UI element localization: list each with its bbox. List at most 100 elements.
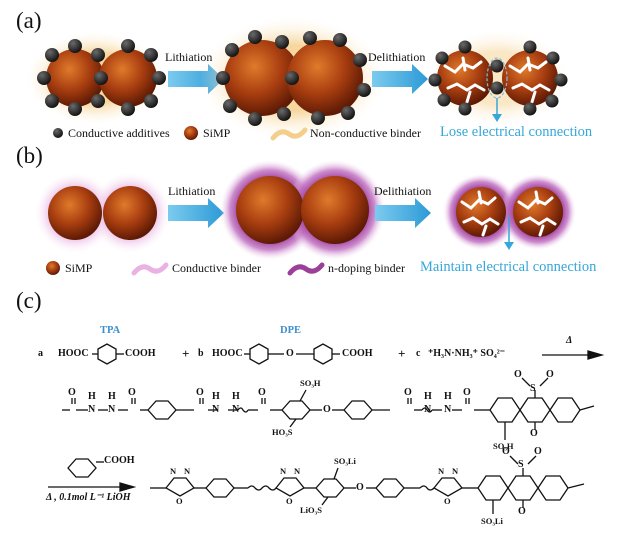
step-label-lithiation-b: Lithiation (168, 184, 216, 198)
step-label-lithiation-a: Lithiation (165, 50, 213, 64)
benzoic-acid-cooh: COOH (104, 455, 135, 466)
simp-particle (236, 176, 304, 244)
simp-particle (48, 186, 102, 240)
panel-b-lithiated-state (220, 160, 385, 260)
atom-n: N (424, 404, 432, 415)
arrow-delithiation-b (375, 198, 431, 228)
atom-o: O (176, 496, 183, 506)
simp-legend-icon (184, 126, 198, 140)
simp-particle (46, 49, 104, 107)
atom-o: O (534, 446, 542, 457)
panel-a-additives-lithiated (216, 30, 371, 126)
atom-o: O (323, 404, 331, 415)
atom-o: O (404, 387, 412, 398)
atom-o: O (356, 482, 364, 493)
lithium-sulfonate-group: LiO₃S (300, 505, 322, 515)
step-label-delithiation-b: Delithiation (374, 184, 432, 198)
atom-n: N (280, 466, 287, 476)
legend-a-icons (53, 126, 308, 141)
tpa-cooh: COOH (125, 348, 156, 359)
panel-a-delithiated-state (428, 30, 568, 126)
atom-h: H (212, 391, 220, 402)
panel-label-c: (c) (16, 288, 42, 313)
simp-particle (224, 40, 300, 116)
conductive-additive-legend-icon (53, 128, 63, 138)
atom-n: N (444, 404, 452, 415)
atom-n: N (294, 466, 301, 476)
simp-legend-icon (46, 261, 60, 275)
atom-n: N (452, 466, 459, 476)
tpa-hooc: HOOC (58, 348, 89, 359)
atom-n: N (438, 466, 445, 476)
atom-h: H (444, 391, 452, 402)
reactant-b-label: b (198, 348, 204, 359)
panel-b-delithiated-state (443, 174, 576, 250)
atom-o: O (546, 369, 554, 380)
n-doping-binder-legend-icon (287, 262, 325, 276)
outcome-lose-connection: Lose electrical connection (440, 124, 593, 140)
sulfonic-acid-group: HO₃S (272, 427, 293, 437)
legend-simp-b: SiMP (65, 261, 93, 275)
atom-n: N (212, 404, 220, 415)
atom-h: H (424, 391, 432, 402)
simp-particle (287, 40, 363, 116)
reaction-conditions: Δ , 0.1mol L⁻¹ LiOH (46, 492, 131, 503)
atom-o: O (286, 496, 293, 506)
abbr-dpe: DPE (280, 325, 301, 336)
atom-o: O (514, 369, 522, 380)
simp-particle (301, 176, 369, 244)
non-conductive-binder-legend-icon (270, 127, 308, 141)
atom-o: O (196, 387, 204, 398)
atom-n: N (232, 404, 240, 415)
atom-h: H (108, 391, 116, 402)
cracked-simp-particle (513, 187, 563, 237)
legend-n-doping-binder: n-doping binder (328, 261, 405, 275)
abbr-tpa: TPA (100, 325, 121, 336)
legend-simp-a: SiMP (203, 126, 231, 140)
legend-b-icons (46, 261, 325, 276)
plus-sign-1: + (182, 346, 190, 361)
dpe-hooc: HOOC (212, 348, 243, 359)
reaction-scheme-bonds (48, 343, 605, 514)
atom-o: O (518, 506, 526, 517)
atom-n: N (184, 466, 191, 476)
panel-a-additives-delithiated (428, 40, 568, 116)
cracked-simp-particle (456, 187, 506, 237)
atom-o: O (530, 428, 538, 439)
panel-label-a: (a) (16, 8, 42, 33)
arrow-lithiation-b (168, 198, 224, 228)
panel-label-b: (b) (16, 143, 43, 168)
atom-n: N (88, 404, 96, 415)
legend-conductive-binder: Conductive binder (172, 261, 261, 275)
atom-o: O (444, 496, 451, 506)
arrow-delithiation-a (372, 64, 428, 94)
conductive-binder-legend-icon (131, 262, 169, 276)
atom-n: N (108, 404, 116, 415)
atom-o: O (258, 387, 266, 398)
atom-h: H (88, 391, 96, 402)
sulfonic-acid-group: SO₃H (300, 378, 321, 388)
panel-a-additives-initial (37, 39, 166, 116)
simp-particle (99, 49, 157, 107)
legend-non-conductive-binder: Non-conductive binder (310, 126, 421, 140)
panel-b-initial-state (35, 173, 170, 253)
lithium-sulfonate-group: SO₃Li (334, 456, 356, 466)
atom-s: S (530, 383, 536, 394)
sulfonic-acid-group: SO₃H (493, 441, 514, 451)
atom-o: O (502, 446, 510, 457)
dpe-cooh: COOH (342, 348, 373, 359)
plus-sign-2: + (398, 346, 406, 361)
atom-o: O (68, 387, 76, 398)
reactant-c-label: c (416, 348, 421, 359)
dpe-ether-o: O (286, 348, 294, 359)
atom-s: S (518, 459, 524, 470)
legend-conductive-additives: Conductive additives (68, 126, 170, 140)
lithium-sulfonate-group: SO₃Li (481, 516, 503, 526)
hydrazine-sulfate: ⁺H₃N·NH₃⁺ SO₄²⁻ (428, 348, 506, 359)
atom-h: H (232, 391, 240, 402)
simp-particle (103, 186, 157, 240)
heat-symbol-1: Δ (566, 335, 573, 346)
atom-o: O (463, 387, 471, 398)
step-label-delithiation-a: Delithiation (368, 50, 426, 64)
